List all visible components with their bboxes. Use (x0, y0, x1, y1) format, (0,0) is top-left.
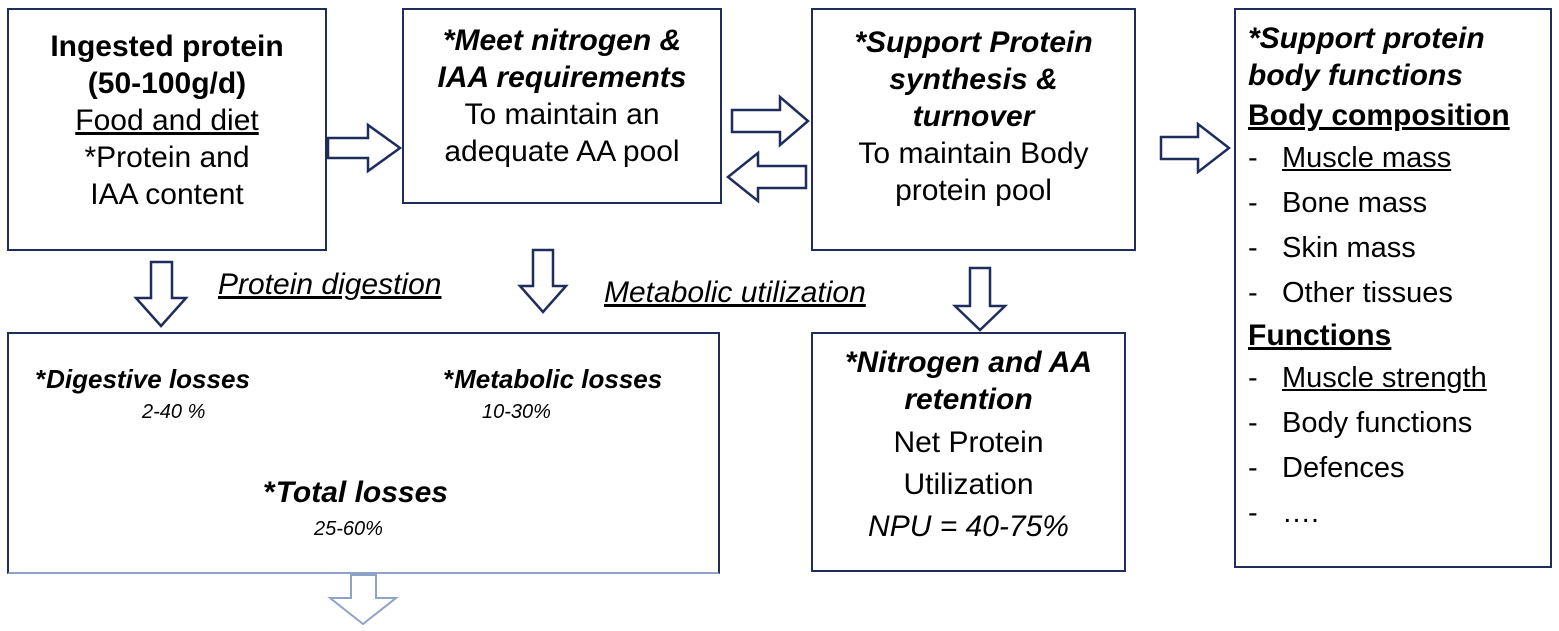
list-item: -…. (1248, 497, 1320, 529)
body-functions-box: *Support protein body functions Body com… (1234, 8, 1552, 568)
ingested-protein-box: Ingested protein (50-100g/d) Food and di… (7, 8, 327, 251)
down-arrow-icon (133, 260, 189, 328)
list-item: -Other tissues (1248, 277, 1453, 309)
digestive-losses-title: *Digestive losses (36, 364, 250, 394)
right-arrow-icon (730, 94, 810, 148)
requirements-title-1: *Meet nitrogen & (442, 24, 682, 57)
metabolic-losses-title: *Metabolic losses (444, 364, 663, 394)
requirements-title-2: IAA requirements (437, 61, 687, 94)
retention-title-2: retention (904, 383, 1033, 416)
protein-digestion-label: Protein digestion (218, 268, 442, 301)
ingested-protein-title: Ingested protein (50, 30, 284, 63)
total-losses-title: *Total losses (264, 476, 448, 509)
body-composition-header: Body composition (1248, 99, 1510, 132)
down-arrow-icon (517, 248, 569, 314)
retention-title-1: *Nitrogen and AA (844, 346, 1093, 379)
down-arrow-icon (327, 574, 399, 626)
synthesis-title-1: *Support Protein (854, 26, 1093, 59)
losses-box (7, 332, 720, 574)
metabolic-losses-value: 10-30% (482, 401, 551, 423)
list-item: -Skin mass (1248, 232, 1416, 264)
list-item: -Defences (1248, 452, 1405, 484)
list-item: -Muscle strength (1248, 362, 1487, 394)
retention-box: *Nitrogen and AA retention Net Protein U… (811, 332, 1126, 572)
right-arrow-icon (1159, 121, 1232, 175)
retention-desc-1: Net Protein (893, 426, 1044, 459)
metabolic-utilization-label: Metabolic utilization (604, 276, 866, 309)
synthesis-box: *Support Protein synthesis & turnover To… (811, 8, 1136, 251)
left-arrow-icon (725, 150, 808, 204)
down-arrow-icon (951, 266, 1009, 332)
digestive-losses-value: 2-40 % (142, 401, 206, 423)
total-losses-value: 25-60% (314, 518, 383, 540)
synthesis-desc-1: To maintain Body (858, 137, 1089, 170)
retention-desc-2: Utilization (903, 468, 1034, 501)
synthesis-title-2: synthesis & (889, 63, 1058, 96)
requirements-desc-1: To maintain an (464, 98, 660, 131)
functions-list: -Muscle strength -Body functions -Defenc… (1248, 356, 1550, 536)
composition-list: -Muscle mass -Bone mass -Skin mass -Othe… (1248, 136, 1550, 316)
ingested-protein-amount: (50-100g/d) (87, 67, 247, 100)
list-item: -Body functions (1248, 407, 1473, 439)
food-and-diet-label: Food and diet (75, 104, 259, 137)
requirements-box: *Meet nitrogen & IAA requirements To mai… (402, 8, 722, 204)
body-functions-title-1: *Support protein (1248, 22, 1485, 55)
synthesis-title-3: turnover (912, 100, 1035, 133)
npu-value: NPU = 40-75% (868, 510, 1069, 543)
requirements-desc-2: adequate AA pool (444, 135, 680, 168)
functions-header: Functions (1248, 319, 1392, 352)
list-item: -Bone mass (1248, 187, 1428, 219)
right-arrow-icon (326, 122, 403, 174)
protein-content-label: *Protein and (84, 141, 250, 174)
iaa-content-label: IAA content (90, 178, 244, 211)
synthesis-desc-2: protein pool (895, 174, 1052, 207)
body-functions-title-2: body functions (1248, 59, 1463, 92)
list-item: -Muscle mass (1248, 142, 1452, 174)
